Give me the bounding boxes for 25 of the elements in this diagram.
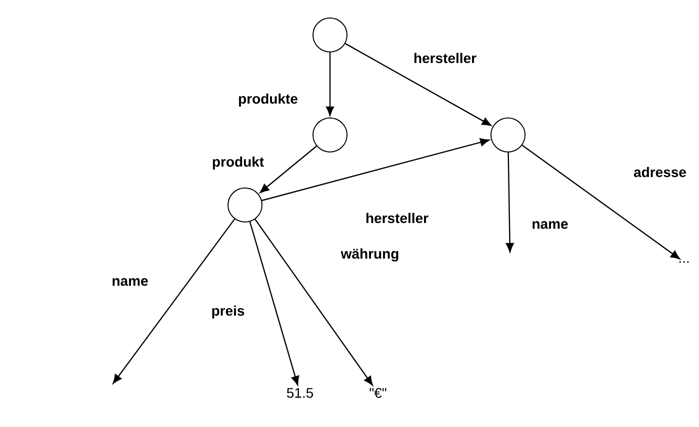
edge-label: währung (340, 247, 400, 263)
circle-node (312, 118, 348, 152)
edge-label: name (530, 220, 570, 230)
value-text: ... (679, 261, 689, 263)
edge-label: hersteller (412, 52, 478, 64)
edge-label: produkt (210, 155, 266, 171)
circle-node (312, 18, 348, 52)
arrow (260, 146, 317, 194)
value-text: 51.5 (286, 388, 314, 398)
edge-label: preis (210, 304, 246, 320)
circle-node (228, 188, 262, 222)
arrow (326, 52, 334, 116)
edge-label: hersteller (364, 212, 430, 224)
arrow (254, 218, 373, 386)
arrow (344, 43, 492, 126)
arrow (112, 218, 236, 384)
arrow (249, 222, 300, 386)
edge-label: produkte (237, 92, 299, 108)
circle-node (490, 118, 526, 152)
edge-label: adresse (632, 166, 688, 178)
arrow (522, 144, 680, 260)
arrow (506, 152, 514, 252)
edge-label: name (110, 277, 150, 287)
arrow (262, 138, 490, 202)
value-text: "€" (370, 388, 386, 398)
